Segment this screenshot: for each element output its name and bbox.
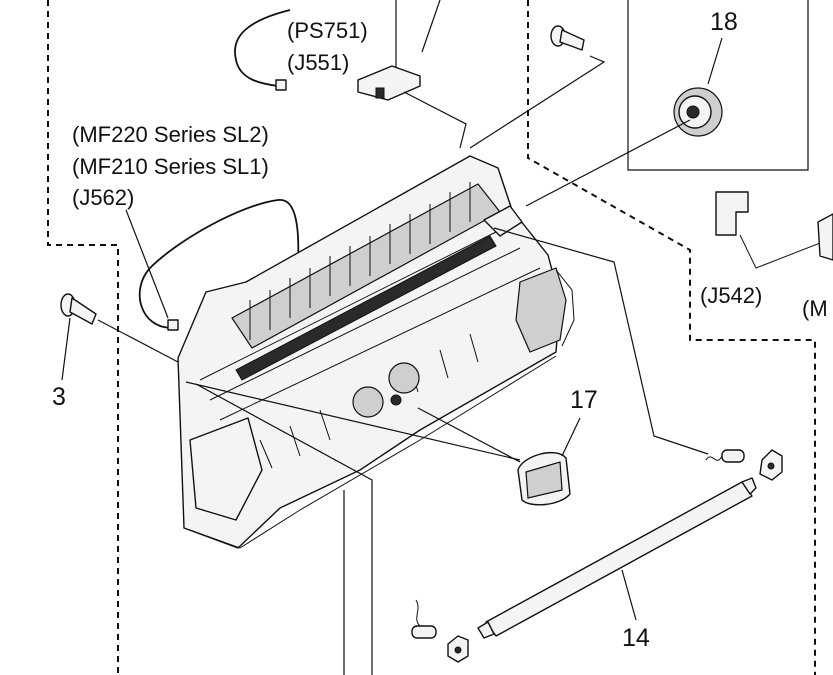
sensor-assembly <box>234 0 467 149</box>
right-bracket-part <box>817 213 833 261</box>
main-wiring <box>125 199 300 331</box>
shaft-hub <box>390 394 402 406</box>
right-spring <box>705 455 723 461</box>
main-wire-connector <box>167 319 179 331</box>
callout-screw: 3 <box>52 383 66 411</box>
feed-frame <box>177 155 575 549</box>
label-j562: (J562) <box>72 185 134 210</box>
callout-pickup-roller: 17 <box>570 386 598 414</box>
label-mf220: (MF220 Series SL2) <box>72 122 269 147</box>
dashed-boundaries <box>47 0 816 675</box>
sensor-tab <box>375 87 385 99</box>
guide-lines <box>195 227 709 675</box>
frame-mid-rail <box>199 229 541 421</box>
left-spring <box>415 599 421 627</box>
left-holder-hole <box>454 646 462 654</box>
callout-roller: 14 <box>622 624 650 652</box>
pickup-lead <box>417 407 521 463</box>
pickup-roller-part <box>517 417 581 506</box>
roller-shaft <box>185 362 521 463</box>
sensor-connector <box>275 79 287 91</box>
roller-body <box>485 481 753 637</box>
screw-shaft <box>69 297 97 325</box>
shaft-line <box>185 381 521 461</box>
label-mf210: (MF210 Series SL1) <box>72 154 269 179</box>
gear-part <box>525 37 723 207</box>
right-bracket-hook <box>715 191 749 236</box>
shaft-roller-left <box>352 386 384 418</box>
label-m-cut: (M <box>802 296 828 321</box>
frame-dark-channel <box>235 235 497 381</box>
top-screw-lead <box>469 55 606 149</box>
screw-part <box>60 293 179 381</box>
right-holder-hole <box>767 462 775 470</box>
roller-shaft-end-right <box>741 477 757 495</box>
pickup-callout-lead <box>561 417 581 457</box>
label-j551: (J551) <box>287 50 349 75</box>
frame-right-bracket <box>483 205 523 237</box>
gear-box <box>627 0 809 171</box>
sensor-lead-2 <box>421 0 441 53</box>
screw-callout-lead <box>61 317 71 381</box>
sensor-guide-line <box>403 91 467 149</box>
label-ps751: (PS751) <box>287 18 368 43</box>
main-wire-loop <box>138 199 300 329</box>
left-spring-holder <box>411 599 469 663</box>
sensor-wire <box>234 9 291 87</box>
frame-side-gear-teeth <box>555 269 575 347</box>
screw-lead-to-frame <box>97 319 179 363</box>
right-bracket-wire <box>739 234 833 269</box>
gear-shaft-lead <box>525 119 691 207</box>
guide-right-to-spring <box>493 227 709 455</box>
pickup-roller-inner <box>525 461 563 499</box>
roller-part <box>477 477 757 639</box>
label-j542: (J542) <box>700 283 762 308</box>
right-boundary <box>527 0 816 675</box>
roller-shaft-end-left <box>477 621 495 639</box>
callout-gear: 18 <box>710 8 738 36</box>
right-spring-holder <box>705 449 783 481</box>
guide-down-1 <box>195 383 373 675</box>
left-spring-cap <box>411 625 437 639</box>
frame-comb <box>249 182 471 340</box>
right-spring-cap <box>721 449 745 463</box>
frame-bottom-edge <box>189 355 557 549</box>
shaft-roller-right <box>388 362 420 394</box>
roller-callout-lead <box>621 569 637 621</box>
gear-hub <box>686 105 700 119</box>
j562-lead <box>125 209 169 319</box>
sensor-bracket <box>357 65 421 101</box>
top-screw-shaft <box>559 29 585 51</box>
top-screw <box>469 25 606 149</box>
frame-lower-bay <box>189 417 263 521</box>
right-bracket <box>715 191 833 269</box>
left-boundary <box>47 0 119 675</box>
gear-callout-lead <box>707 37 723 85</box>
frame-side-gear <box>515 267 567 353</box>
